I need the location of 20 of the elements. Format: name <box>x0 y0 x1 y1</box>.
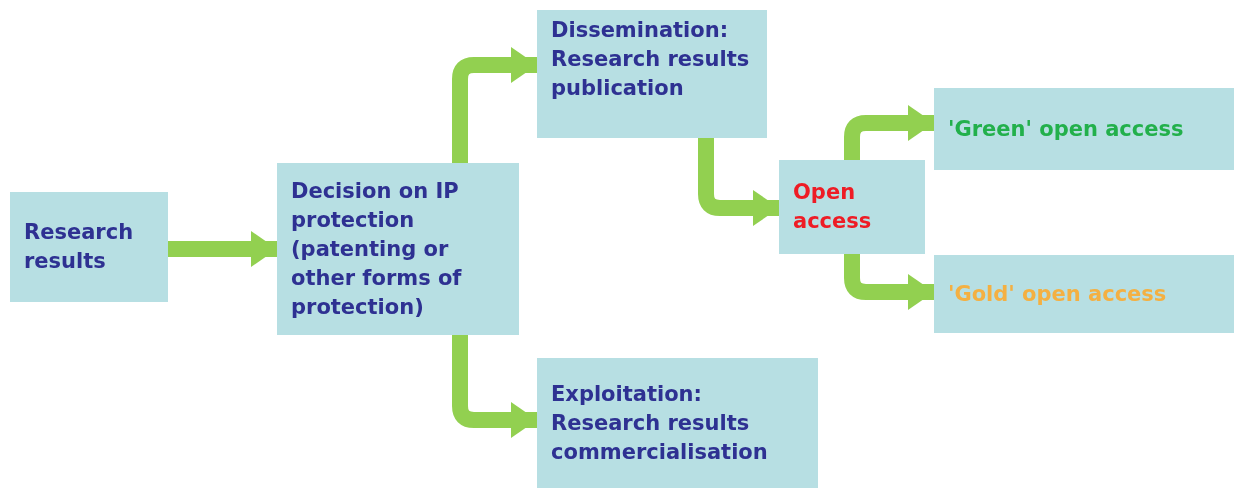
process-box <box>277 163 519 335</box>
process-box <box>537 10 767 138</box>
node-label: Decision on IP protection (patenting or other forms of protection) <box>291 177 463 321</box>
arrow <box>844 254 934 310</box>
process-box <box>10 192 168 302</box>
node-label: 'Green' open access <box>948 115 1184 143</box>
node-label: Research results <box>24 219 135 275</box>
process-box <box>934 88 1234 170</box>
arrow <box>452 47 537 163</box>
arrow <box>168 231 277 267</box>
process-box <box>537 358 818 488</box>
arrow <box>698 138 779 226</box>
arrow <box>844 105 934 160</box>
node-label: Exploitation: Research results commercialisation <box>551 381 769 466</box>
process-box <box>779 160 925 254</box>
node-label: Open access <box>793 179 873 235</box>
process-box <box>934 255 1234 333</box>
node-label: 'Gold' open access <box>948 280 1167 308</box>
node-label: Dissemination: Research results publication <box>551 17 751 102</box>
arrow <box>452 335 537 438</box>
